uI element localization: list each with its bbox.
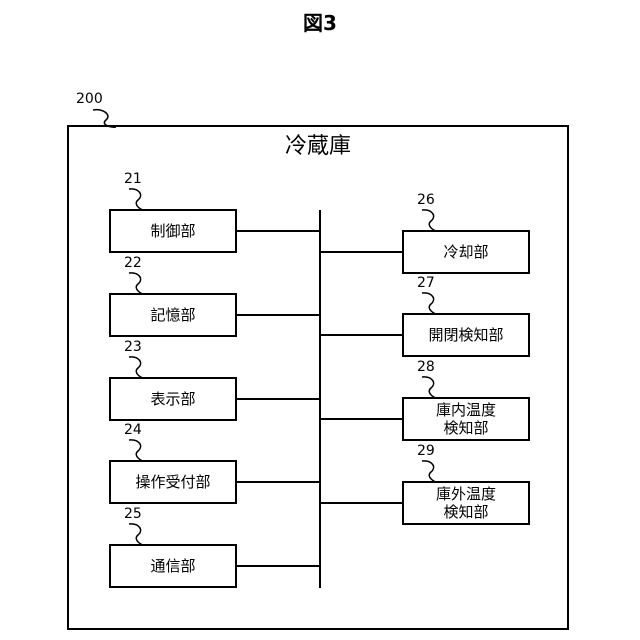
right-block-3-ref: 29 [417,443,435,459]
right-block-3-label: 庫外温度 [436,485,496,503]
right-block-2-leader [422,377,437,398]
right-block-3-leader [422,461,437,482]
left-block-3: 操作受付部 24 [110,422,320,503]
left-block-1-ref: 22 [124,255,142,271]
right-block-0-leader [422,210,437,231]
right-block-0-ref: 26 [417,192,435,208]
right-block-1-leader [422,293,437,314]
left-block-2-ref: 23 [124,339,142,355]
left-block-0-label: 制御部 [150,222,195,240]
left-block-1: 記憶部 22 [110,255,320,336]
right-block-3: 庫外温度検知部 29 [320,443,529,524]
right-block-2-label: 庫内温度 [436,401,496,419]
left-block-2: 表示部 23 [110,339,320,420]
right-block-1-ref: 27 [417,275,435,291]
container-ref-label: 200 [76,91,103,107]
right-block-1-label: 開閉検知部 [428,326,503,344]
left-block-3-leader [129,440,144,461]
figure-label: 図3 [303,11,337,35]
right-block-3-label: 検知部 [443,503,488,521]
container-ref-leader [93,110,116,128]
left-block-0-ref: 21 [124,171,142,187]
left-block-4: 通信部 25 [110,506,320,587]
right-block-2-ref: 28 [417,359,435,375]
left-block-4-label: 通信部 [150,557,195,575]
container-title: 冷蔵庫 [285,134,351,159]
left-block-2-label: 表示部 [150,390,195,408]
left-block-2-leader [129,357,144,378]
right-block-2: 庫内温度検知部 28 [320,359,529,440]
left-block-1-leader [129,273,144,294]
right-block-2-label: 検知部 [443,419,488,437]
left-block-0-leader [129,189,144,210]
left-block-4-ref: 25 [124,506,142,522]
right-block-1: 開閉検知部 27 [320,275,529,356]
left-block-0: 制御部 21 [110,171,320,252]
right-block-0: 冷却部 26 [320,192,529,273]
right-block-0-label: 冷却部 [443,243,488,261]
left-block-1-label: 記憶部 [150,306,195,324]
left-block-3-ref: 24 [124,422,142,438]
left-block-3-label: 操作受付部 [135,473,210,491]
left-block-4-leader [129,524,144,545]
